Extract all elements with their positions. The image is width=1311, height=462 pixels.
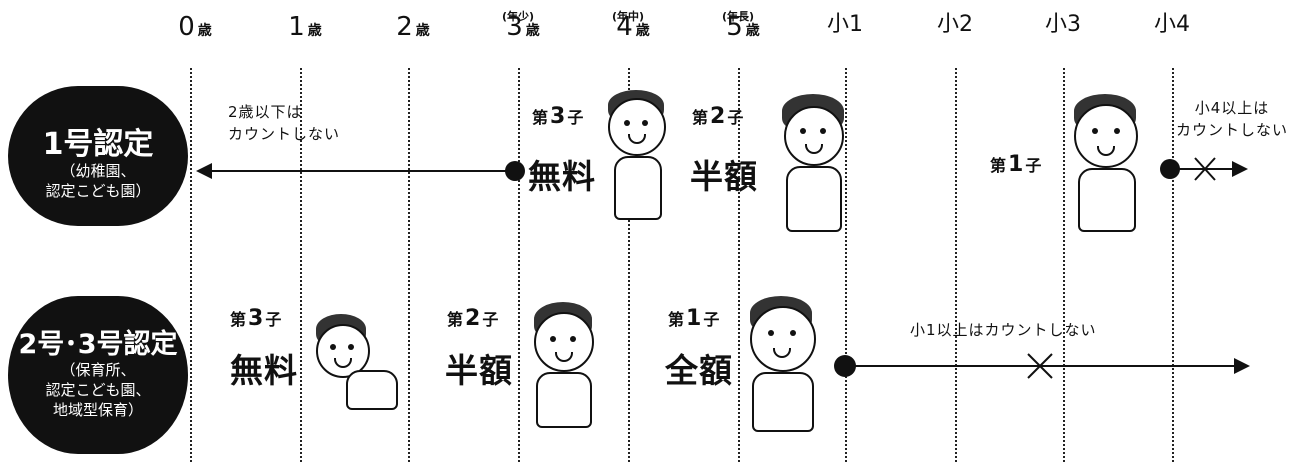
row1-third-fee: 無料 — [528, 157, 596, 196]
guide-line-7 — [955, 68, 957, 462]
child-illustration-tambourine — [768, 92, 858, 242]
category-type1: 1号認定 （幼稚園、 認定こども園） — [8, 86, 188, 226]
row1-left-arrowhead — [196, 163, 212, 179]
age-e2: 小2 — [937, 12, 973, 37]
guide-line-1 — [300, 68, 302, 462]
stage-label-3: (年少) — [501, 10, 535, 23]
row1-cross-mark — [1194, 157, 1216, 181]
row1-right-arrowhead — [1232, 161, 1248, 177]
age-e1: 小1 — [827, 12, 863, 37]
stage-label-5: (年長) — [721, 10, 755, 23]
guide-line-2 — [408, 68, 410, 462]
guide-line-0 — [190, 68, 192, 462]
child-illustration-instrument — [1062, 92, 1152, 242]
type1-sub1: （幼稚園、 — [60, 162, 136, 180]
child-illustration-banjo — [736, 292, 826, 442]
row2-cross-mark — [1027, 353, 1053, 379]
row1-note-left: 2歳以下は カウントしない — [228, 103, 341, 143]
guide-line-4 — [628, 68, 630, 462]
category-type23: 2号･3号認定 （保育所、 認定こども園、 地域型保育） — [8, 296, 188, 454]
type1-title: 1号認定 — [42, 127, 154, 162]
age-e3: 小3 — [1045, 12, 1081, 37]
row1-second-fee: 半額 — [690, 157, 758, 196]
guide-line-8 — [1063, 68, 1065, 462]
row1-note-right: 小4以上は カウントしない — [1176, 99, 1289, 139]
row2-second-fee: 半額 — [445, 351, 513, 390]
type23-sub1: （保育所、 — [60, 360, 136, 379]
guide-line-9 — [1172, 68, 1174, 462]
stage-label-4: (年中) — [611, 10, 645, 23]
row2-note-right: 小1以上はカウントしない — [910, 321, 1097, 339]
type1-sub2: 認定こども園） — [45, 182, 151, 201]
guide-line-6 — [845, 68, 847, 462]
age-e4: 小4 — [1154, 12, 1190, 37]
row2-first-fee: 全額 — [665, 351, 733, 390]
row2-right-arrowhead — [1234, 358, 1250, 374]
child-illustration-toddler — [516, 300, 606, 435]
type23-sub2: 認定こども園、 — [45, 380, 151, 399]
type23-title: 2号･3号認定 — [18, 329, 178, 360]
type23-sub3: 地域型保育） — [52, 401, 143, 420]
row1-start-dot — [505, 161, 525, 181]
child-illustration-drum — [598, 86, 678, 236]
row2-third-fee: 無料 — [230, 351, 298, 390]
guide-line-5 — [738, 68, 740, 462]
child-illustration-crawling — [302, 310, 402, 420]
guide-line-3 — [518, 68, 520, 462]
